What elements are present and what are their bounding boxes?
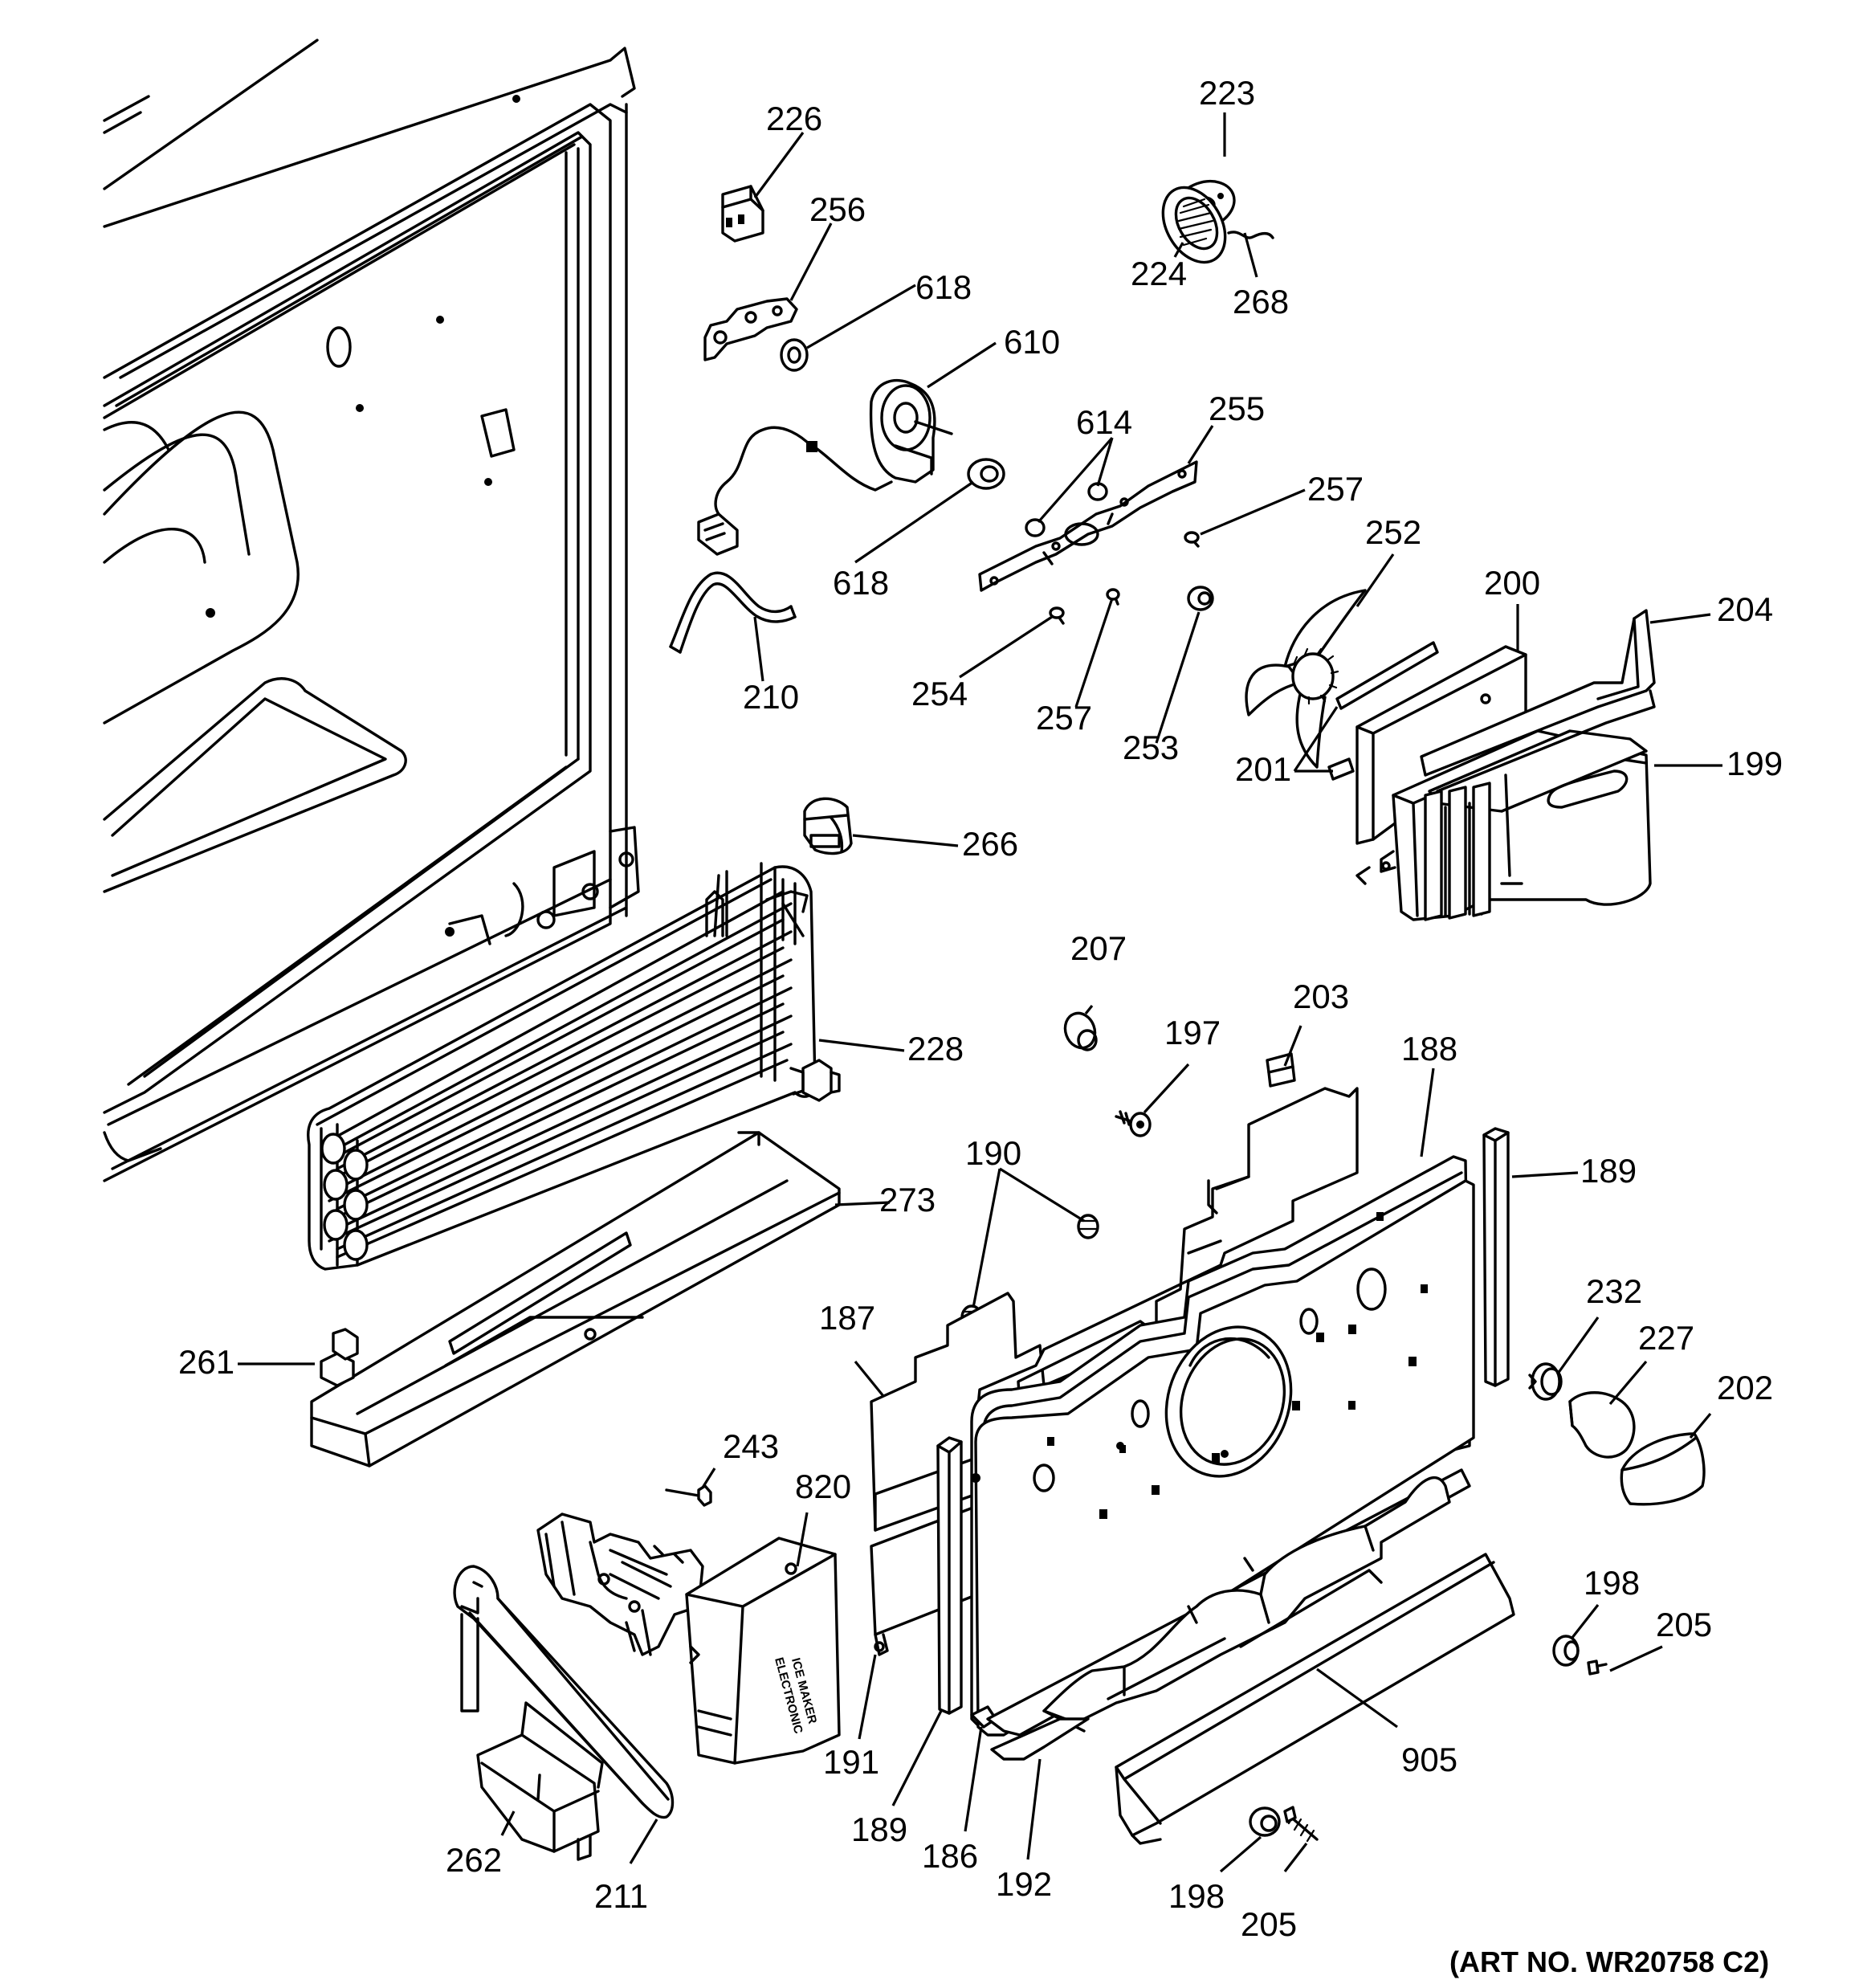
art-number: (ART NO. WR20758 C2) bbox=[1449, 1945, 1769, 1978]
callout-228: 228 bbox=[907, 1030, 964, 1067]
callout-198-bottom: 198 bbox=[1168, 1877, 1225, 1915]
callout-189-left: 189 bbox=[851, 1810, 907, 1848]
part-210-tube bbox=[669, 571, 797, 654]
callout-211: 211 bbox=[594, 1877, 648, 1915]
callout-243: 243 bbox=[723, 1427, 779, 1465]
part-254-screw bbox=[1049, 606, 1065, 625]
part-199-evaporator-cover bbox=[1355, 729, 1652, 921]
part-224-223-268 bbox=[1161, 179, 1274, 264]
callout-820: 820 bbox=[795, 1468, 851, 1505]
part-205-screw-bottom bbox=[1283, 1806, 1319, 1843]
callout-198-right: 198 bbox=[1584, 1564, 1640, 1602]
callout-202: 202 bbox=[1717, 1369, 1773, 1406]
callout-227: 227 bbox=[1638, 1319, 1694, 1357]
part-228-evaporator bbox=[307, 862, 841, 1271]
callout-189-right: 189 bbox=[1580, 1152, 1637, 1190]
callout-197: 197 bbox=[1164, 1014, 1221, 1051]
callout-200: 200 bbox=[1484, 564, 1540, 602]
callout-261: 261 bbox=[178, 1343, 234, 1381]
callout-186: 186 bbox=[922, 1837, 978, 1875]
callout-204: 204 bbox=[1717, 590, 1773, 628]
callout-618-lower: 618 bbox=[833, 564, 889, 602]
part-618-grommet-upper bbox=[780, 338, 809, 372]
part-610-fan-motor bbox=[697, 379, 953, 556]
part-255-bracket bbox=[978, 460, 1198, 592]
leader-lines bbox=[238, 112, 1722, 1873]
callout-187: 187 bbox=[819, 1299, 875, 1337]
part-262-bracket bbox=[476, 1701, 604, 1861]
part-243-screw bbox=[665, 1484, 712, 1507]
cabinet-liner bbox=[103, 39, 640, 1182]
part-204-trim bbox=[1420, 609, 1656, 793]
part-820-ice-maker: ELECTRONIC ICE MAKER bbox=[536, 1512, 841, 1765]
part-205-screw-right bbox=[1587, 1659, 1608, 1676]
part-189-seal-left bbox=[936, 1436, 963, 1715]
callout-188: 188 bbox=[1401, 1030, 1457, 1067]
part-197-screw bbox=[1115, 1110, 1152, 1137]
callout-273: 273 bbox=[879, 1181, 936, 1219]
callout-905: 905 bbox=[1401, 1741, 1457, 1778]
callout-252: 252 bbox=[1365, 513, 1421, 551]
callout-256: 256 bbox=[809, 190, 866, 228]
part-257-screw-upper bbox=[1184, 531, 1200, 548]
callout-257-upper: 257 bbox=[1307, 470, 1364, 508]
part-201-gaskets bbox=[1327, 641, 1439, 781]
part-257-screw-lower bbox=[1106, 588, 1120, 606]
part-261-thermostat bbox=[320, 1328, 359, 1387]
callout-205-bottom: 205 bbox=[1241, 1905, 1297, 1943]
part-211-fill-tube bbox=[453, 1565, 675, 1819]
part-252-fan-blade bbox=[1245, 589, 1367, 769]
callout-207: 207 bbox=[1070, 929, 1127, 967]
callout-257-lower: 257 bbox=[1036, 699, 1092, 737]
callout-199: 199 bbox=[1726, 745, 1783, 782]
part-198-grommet-right bbox=[1552, 1635, 1580, 1667]
callout-205-right: 205 bbox=[1656, 1606, 1712, 1643]
callout-266: 266 bbox=[962, 825, 1018, 863]
part-207-grommet bbox=[1063, 1011, 1098, 1051]
callout-268: 268 bbox=[1233, 283, 1289, 320]
part-192-duct bbox=[986, 1468, 1471, 1761]
callout-223: 223 bbox=[1199, 74, 1255, 112]
callout-262: 262 bbox=[446, 1841, 502, 1879]
part-618-grommet-lower bbox=[967, 458, 1005, 490]
callout-224: 224 bbox=[1131, 255, 1187, 292]
callout-618-upper: 618 bbox=[915, 268, 972, 306]
callout-253: 253 bbox=[1123, 729, 1179, 766]
callout-190: 190 bbox=[965, 1134, 1021, 1172]
callout-254: 254 bbox=[911, 675, 968, 712]
part-266-bracket bbox=[803, 797, 853, 855]
callout-201: 201 bbox=[1235, 750, 1291, 788]
callout-192: 192 bbox=[996, 1865, 1052, 1903]
part-202-lens bbox=[1620, 1432, 1706, 1506]
part-232-socket bbox=[1528, 1362, 1563, 1401]
part-253-grommet bbox=[1187, 586, 1214, 611]
part-189-seal-right bbox=[1482, 1127, 1510, 1387]
callout-labels: 226 256 618 610 618 210 223 224 268 614 … bbox=[178, 74, 1783, 1943]
callout-191: 191 bbox=[823, 1743, 879, 1781]
callout-226: 226 bbox=[766, 100, 822, 137]
part-227-bulb bbox=[1568, 1391, 1636, 1459]
callout-255: 255 bbox=[1209, 390, 1265, 427]
callout-203: 203 bbox=[1293, 978, 1349, 1015]
callout-614: 614 bbox=[1076, 403, 1132, 441]
part-905-cover bbox=[1115, 1553, 1515, 1845]
callout-232: 232 bbox=[1586, 1272, 1642, 1310]
part-203-clip bbox=[1266, 1052, 1296, 1088]
callout-610: 610 bbox=[1004, 323, 1060, 361]
part-226-relay bbox=[721, 185, 764, 243]
callout-210: 210 bbox=[743, 678, 799, 716]
part-186-panel bbox=[970, 1155, 1475, 1737]
part-198-grommet-bottom bbox=[1249, 1806, 1281, 1837]
part-256-bracket bbox=[703, 297, 798, 361]
